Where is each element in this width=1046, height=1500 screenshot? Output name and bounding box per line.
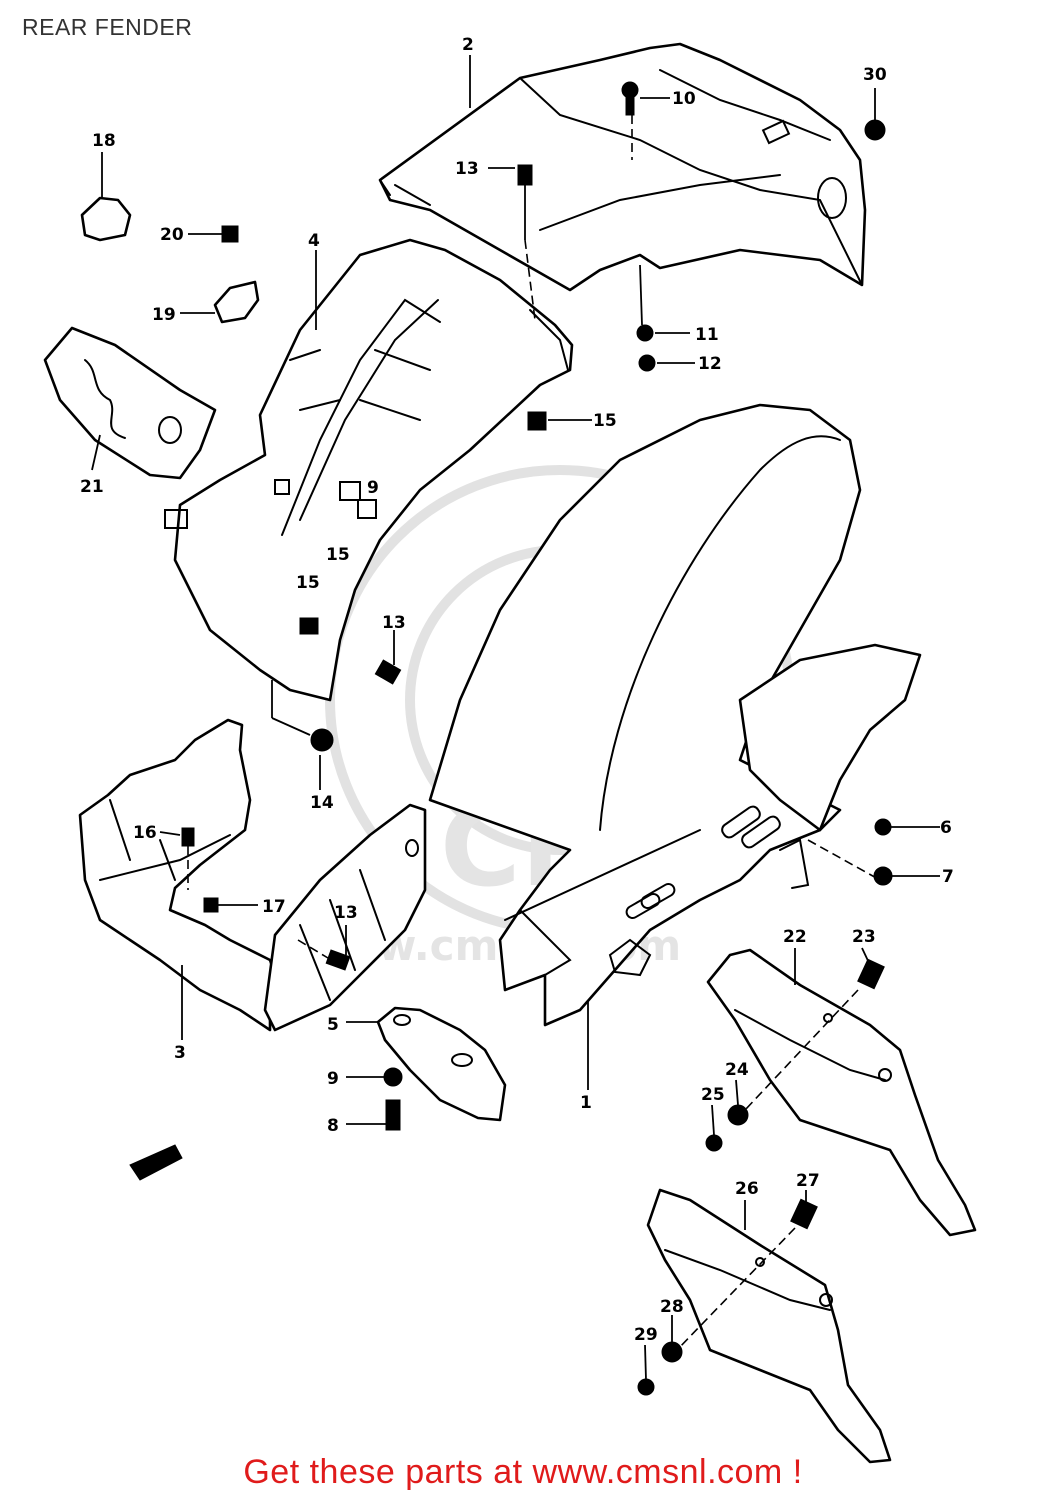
callout-17: 17: [262, 897, 286, 917]
part-14-nut: [310, 728, 334, 752]
part-15-clip-c: [299, 617, 319, 635]
callout-21: 21: [80, 477, 104, 497]
part-29-washer: [637, 1378, 655, 1396]
part-4-inner-fender: [164, 238, 574, 702]
callout-16: 16: [133, 823, 157, 843]
part-11-nut: [636, 324, 654, 342]
diagram-title: REAR FENDER: [22, 14, 193, 40]
callout-9-a: 9: [367, 478, 379, 498]
part-5-bracket: [376, 1006, 507, 1122]
callout-26: 26: [735, 1179, 759, 1199]
part-2-tail-cover: [378, 42, 867, 292]
callout-3: 3: [174, 1043, 186, 1063]
footer-promo-link[interactable]: Get these parts at www.cmsnl.com !: [243, 1453, 803, 1491]
callout-13-mid: 13: [382, 613, 406, 633]
callout-18: 18: [92, 131, 116, 151]
callout-9-b: 9: [327, 1069, 339, 1089]
callout-6: 6: [940, 818, 952, 838]
part-27-bolt: [790, 1198, 818, 1230]
part-30-nut: [864, 88, 886, 141]
part-1-rear-fender: [428, 403, 922, 1027]
leader-lines: [91, 55, 940, 1381]
callout-28: 28: [660, 1297, 684, 1317]
callout-27: 27: [796, 1171, 820, 1191]
callout-13-lower: 13: [334, 903, 358, 923]
part-13-screw-lower: [325, 949, 351, 971]
callout-13-upper: 13: [455, 159, 479, 179]
part-24-nut: [727, 1104, 749, 1126]
callout-29: 29: [634, 1325, 658, 1345]
part-19-clip: [180, 280, 260, 324]
callout-15-c: 15: [296, 573, 320, 593]
part-22-license-bracket: [706, 948, 977, 1237]
part-6-bolt: [874, 818, 892, 836]
part-15-clip-a: [527, 411, 547, 431]
callout-5: 5: [327, 1015, 339, 1035]
callout-labels: 2 30 10 18 13 20 4 19 11 12 15 21 9 15 1…: [80, 35, 954, 1345]
part-20-screw: [188, 225, 239, 243]
callout-24: 24: [725, 1060, 749, 1080]
callout-25: 25: [701, 1085, 725, 1105]
part-9-nut: [383, 1067, 403, 1087]
fasteners: [181, 81, 893, 1131]
callout-22: 22: [783, 927, 807, 947]
callout-11: 11: [695, 325, 719, 345]
part-28-nut: [661, 1341, 683, 1363]
part-23-bolt: [857, 958, 885, 990]
callout-7: 7: [942, 867, 954, 887]
callout-8: 8: [327, 1116, 339, 1136]
part-13-screw-upper: [517, 164, 533, 186]
callout-1: 1: [580, 1093, 592, 1113]
callout-23: 23: [852, 927, 876, 947]
front-indicator-icon: [129, 1144, 183, 1181]
part-18-clamp: [80, 152, 132, 242]
callout-20: 20: [160, 225, 184, 245]
part-13-screw-mid: [374, 659, 402, 685]
callout-19: 19: [152, 305, 176, 325]
part-8-bolt: [385, 1099, 401, 1131]
part-26-lower-bracket: [646, 1188, 892, 1464]
part-25-washer: [705, 1134, 723, 1152]
part-12-washer: [638, 354, 656, 372]
part-21-side-cover: [43, 326, 217, 480]
callout-14: 14: [310, 793, 334, 813]
part-16-screw: [181, 827, 195, 847]
callout-15-a: 15: [593, 411, 617, 431]
part-10-screw-shank: [625, 94, 635, 116]
callout-4: 4: [308, 231, 320, 251]
part-3-splash-guard: [78, 718, 284, 1032]
callout-12: 12: [698, 354, 722, 374]
part-7-washer: [873, 866, 893, 886]
callout-2: 2: [462, 35, 474, 55]
callout-30: 30: [863, 65, 887, 85]
callout-15-b: 15: [326, 545, 350, 565]
mud-flap-panel: [263, 803, 427, 1032]
callout-10: 10: [672, 89, 696, 109]
